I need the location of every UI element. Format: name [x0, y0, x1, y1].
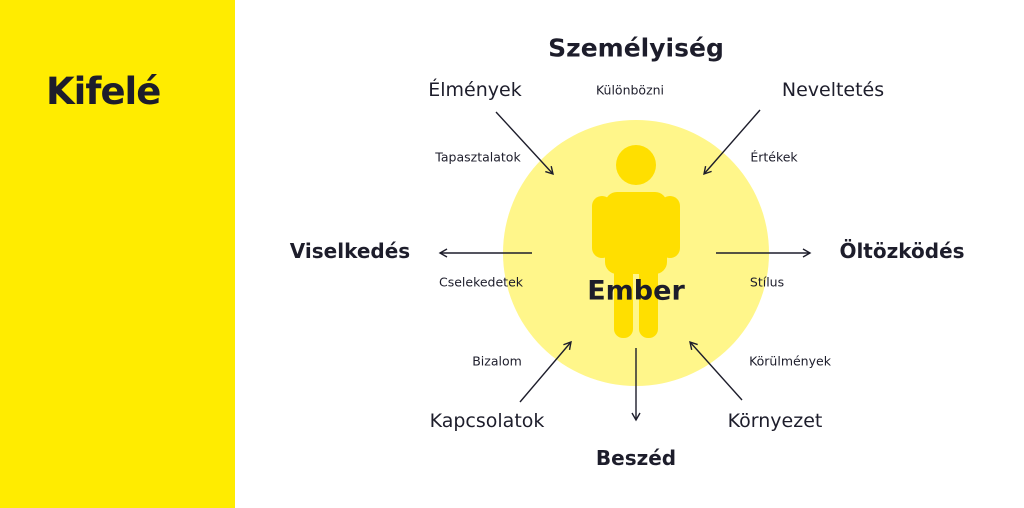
center-label: Ember — [587, 275, 685, 307]
label-bottom-left: Kapcsolatok — [429, 410, 545, 432]
sublabel-bottom-right: Körülmények — [749, 353, 831, 369]
label-bottom-right: Környezet — [727, 410, 823, 432]
side-panel: Kifelé — [0, 0, 235, 508]
label-bottom: Beszéd — [595, 446, 677, 470]
sublabel-right: Stílus — [749, 274, 785, 290]
arrow-top-right — [703, 109, 761, 176]
sublabel-bottom-left: Bizalom — [472, 353, 522, 369]
sublabel-top-left: Tapasztalatok — [435, 149, 521, 165]
label-top-right: Neveltetés — [781, 79, 885, 101]
label-right: Öltözködés — [839, 239, 965, 263]
label-left: Viselkedés — [289, 239, 411, 263]
arrow-top-left — [495, 111, 554, 176]
panel-title: Kifelé — [46, 70, 161, 113]
label-top: Személyiség — [548, 33, 724, 63]
sublabel-top-right: Értékek — [750, 149, 798, 165]
arrow-bottom-right — [689, 340, 743, 401]
sublabel-left: Cselekedetek — [438, 274, 524, 290]
person-icon — [592, 145, 680, 338]
sublabel-top: Különbözni — [595, 82, 665, 98]
arrow-bottom-left — [519, 340, 572, 403]
label-top-left: Élmények — [428, 79, 522, 101]
